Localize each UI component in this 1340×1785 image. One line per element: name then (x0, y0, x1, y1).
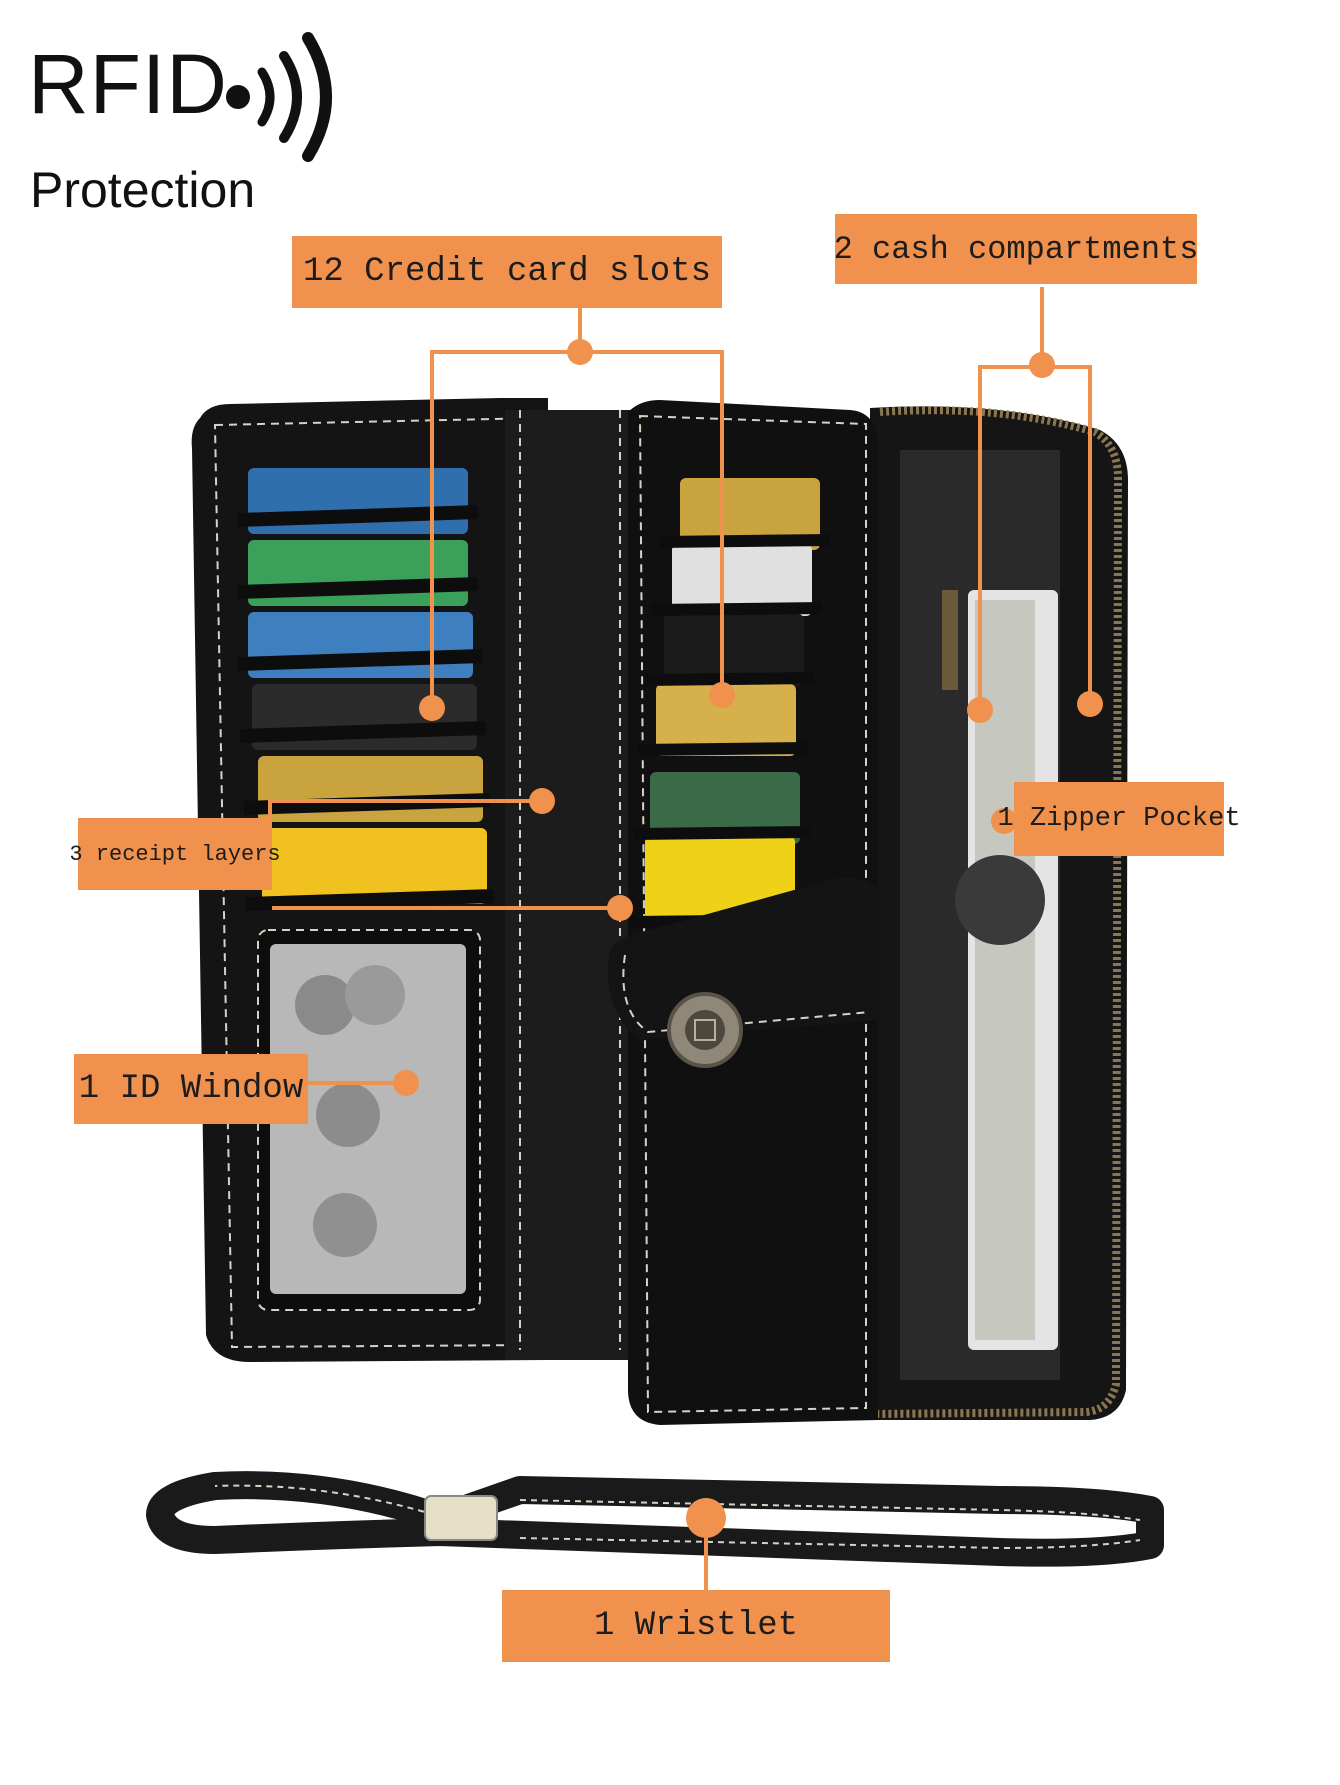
wallet-right-panel (608, 400, 880, 1425)
id-window (257, 929, 481, 1311)
callout-credit-card-slots: 12 Credit card slots (292, 236, 722, 308)
callout-id-window: 1 ID Window (74, 1054, 308, 1124)
rfid-subtitle: Protection (30, 162, 256, 218)
wallet-zipper-compartment (870, 406, 1128, 1420)
callout-cash-compartments: 2 cash compartments (834, 214, 1198, 284)
left-card-slots (237, 468, 495, 911)
rfid-title: RFID (28, 37, 228, 131)
callout-receipt-layers: 3 receipt layers (69, 818, 281, 890)
callout-zipper-pocket: 1 Zipper Pocket (997, 782, 1241, 856)
wristlet-strap (146, 1471, 1164, 1567)
callout-dots (393, 339, 1103, 1538)
rfid-signal-icon (226, 32, 332, 162)
callout-wristlet: 1 Wristlet (502, 1590, 890, 1662)
